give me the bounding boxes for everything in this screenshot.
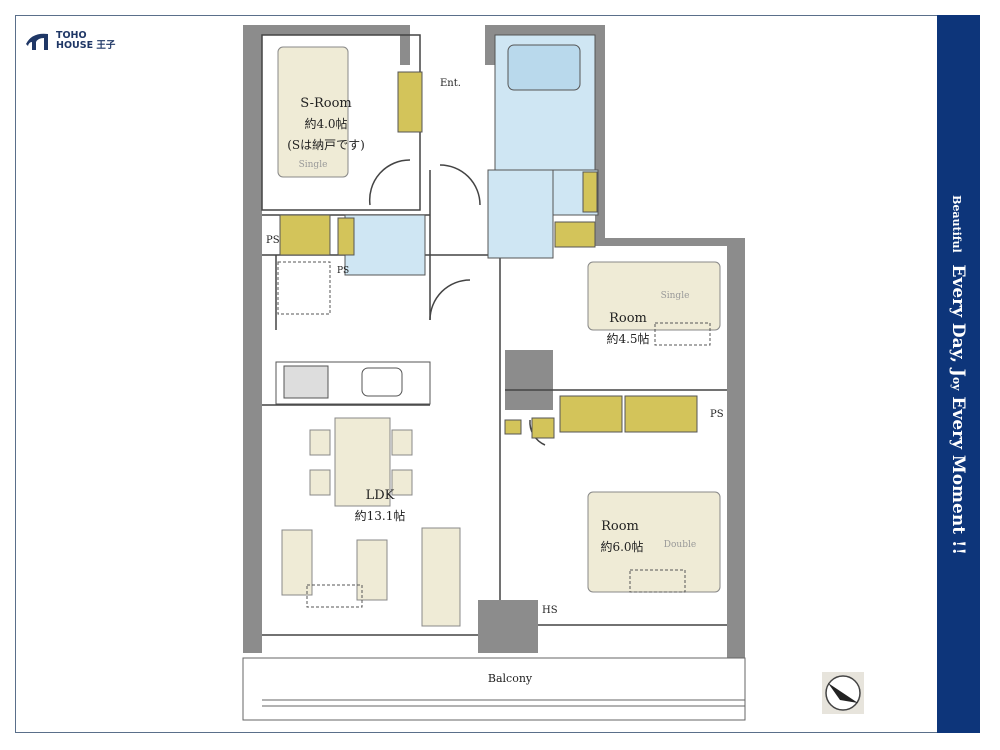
ps-label-1: PS	[266, 235, 280, 246]
hs-label: HS	[542, 605, 558, 616]
sofa	[421, 527, 461, 627]
stove	[283, 365, 329, 399]
room-b-bed-label: Double	[664, 540, 696, 550]
storage	[279, 71, 698, 439]
armchair	[281, 529, 313, 596]
ps-label-3: PS	[710, 409, 724, 420]
room-a-bed	[587, 261, 721, 331]
ldk-size: 約13.1帖	[355, 508, 406, 523]
s-room-bed-label: Single	[299, 160, 328, 170]
room-a-bed-label: Single	[661, 291, 690, 301]
room-a-label: Room	[609, 311, 647, 326]
s-room-label: S-Room	[300, 96, 352, 111]
ps-label-2: PS	[337, 266, 349, 276]
s-room-bed	[277, 46, 349, 178]
balcony-label: Balcony	[488, 672, 533, 685]
room-b-label: Room	[601, 519, 639, 534]
dining-table	[334, 417, 391, 507]
ldk-label: LDK	[366, 488, 395, 503]
brand-line1: TOHO	[56, 30, 87, 41]
bathtub	[507, 44, 581, 91]
side-chair	[356, 539, 388, 601]
room-a-size: 約4.5帖	[606, 331, 649, 346]
brand-line2: HOUSE 王子	[56, 40, 116, 51]
sink	[361, 367, 403, 397]
brand-logo: TOHO HOUSE 王子	[24, 30, 115, 52]
room-b-size: 約6.0帖	[600, 539, 643, 554]
rugs	[277, 261, 711, 608]
logo-icon	[26, 33, 48, 50]
furniture	[275, 46, 721, 627]
s-room-size: 約4.0帖	[304, 116, 347, 131]
balcony	[242, 657, 746, 721]
walls	[243, 25, 745, 658]
s-room-note: (Sは納戸です)	[287, 138, 365, 152]
tagline-band	[937, 15, 980, 733]
compass-icon	[822, 672, 864, 714]
entrance-label: Ent.	[440, 78, 461, 89]
page-frame	[15, 15, 937, 733]
